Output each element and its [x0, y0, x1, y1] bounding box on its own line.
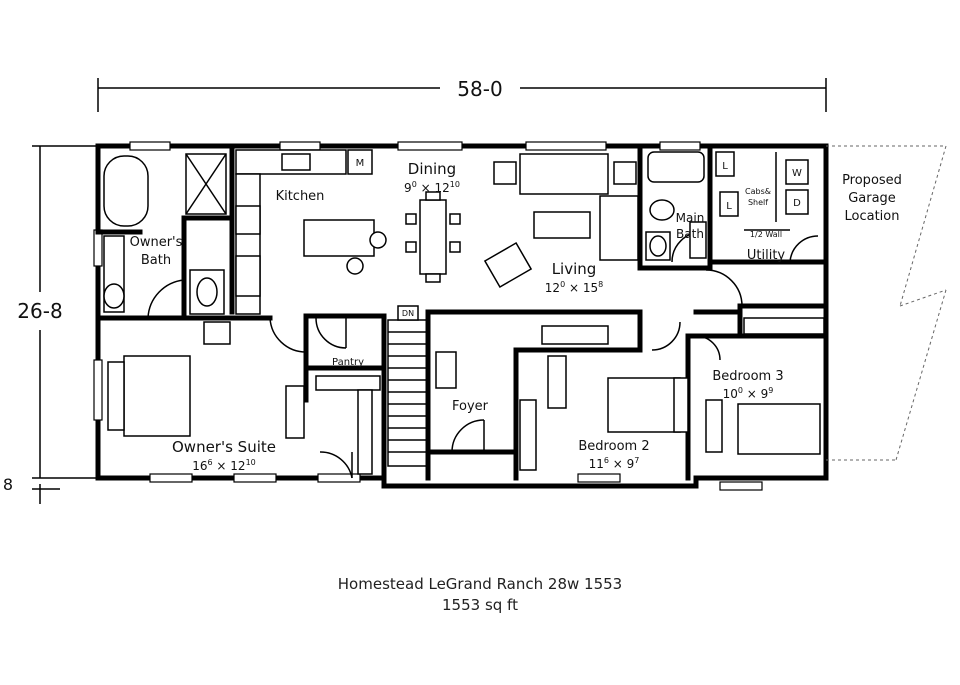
garage-outline	[826, 145, 947, 461]
stairs-label: DN	[402, 309, 414, 318]
width-dimension-line	[97, 78, 827, 112]
bedroom2-furniture	[607, 377, 689, 433]
plan-area: 1553 sq ft	[442, 596, 518, 614]
door-swings	[147, 231, 819, 479]
linen-mark-2: L	[726, 201, 732, 212]
owners-bath-fixtures	[103, 153, 227, 315]
owners-suite-size: 166 × 1210	[192, 458, 256, 473]
microwave-mark: M	[356, 158, 365, 169]
dining-table	[405, 191, 461, 283]
linen-mark-1: L	[722, 161, 728, 172]
cabs-shelf-label-2: Shelf	[748, 198, 768, 207]
cabs-shelf-label-1: Cabs&	[745, 187, 771, 196]
windows	[93, 141, 763, 491]
garage-label-1: Proposed	[842, 173, 902, 188]
exterior-walls	[95, 143, 829, 489]
bedroom3-size: 100 × 99	[723, 386, 774, 401]
bedroom3-label: Bedroom 3	[712, 369, 783, 384]
living-label: Living	[552, 260, 597, 278]
main-bath-fixtures	[645, 151, 707, 261]
utility-fixtures	[715, 151, 809, 231]
owners-suite-furniture	[107, 321, 305, 439]
main-bath-label-2: Bath	[676, 227, 704, 241]
foyer-label: Foyer	[452, 399, 489, 414]
side-dimension-label: 8	[3, 475, 13, 494]
dining-size: 90 × 1210	[404, 180, 460, 195]
kitchen-fixtures	[235, 149, 387, 315]
dryer-mark: D	[793, 198, 801, 209]
half-wall-label: 1/2 Wall	[750, 230, 782, 239]
washer-mark: W	[792, 168, 802, 179]
bedroom2-size: 116 × 97	[589, 456, 640, 471]
owners-suite-label: Owner's Suite	[172, 438, 276, 456]
dining-label: Dining	[408, 160, 456, 178]
stairs	[387, 305, 429, 467]
living-furniture	[483, 153, 639, 345]
plan-title: Homestead LeGrand Ranch 28w 1553	[337, 575, 623, 593]
owners-bath-label-1: Owner's	[130, 235, 183, 250]
kitchen-label: Kitchen	[276, 189, 325, 204]
owners-bath-label-2: Bath	[141, 253, 171, 268]
utility-label: Utility	[747, 248, 786, 263]
bedroom2-label: Bedroom 2	[578, 439, 649, 454]
garage-label-2: Garage	[848, 191, 896, 206]
depth-dimension-line	[32, 145, 96, 504]
main-bath-label-1: Main	[676, 211, 705, 225]
pantry-label: Pantry	[332, 357, 364, 368]
closets	[315, 317, 825, 475]
garage-label-3: Location	[845, 209, 900, 224]
bedroom3-furniture	[705, 399, 821, 455]
living-size: 120 × 158	[545, 280, 603, 295]
width-dimension-label: 58-0	[457, 77, 502, 101]
depth-dimension-label: 26-8	[17, 299, 62, 323]
